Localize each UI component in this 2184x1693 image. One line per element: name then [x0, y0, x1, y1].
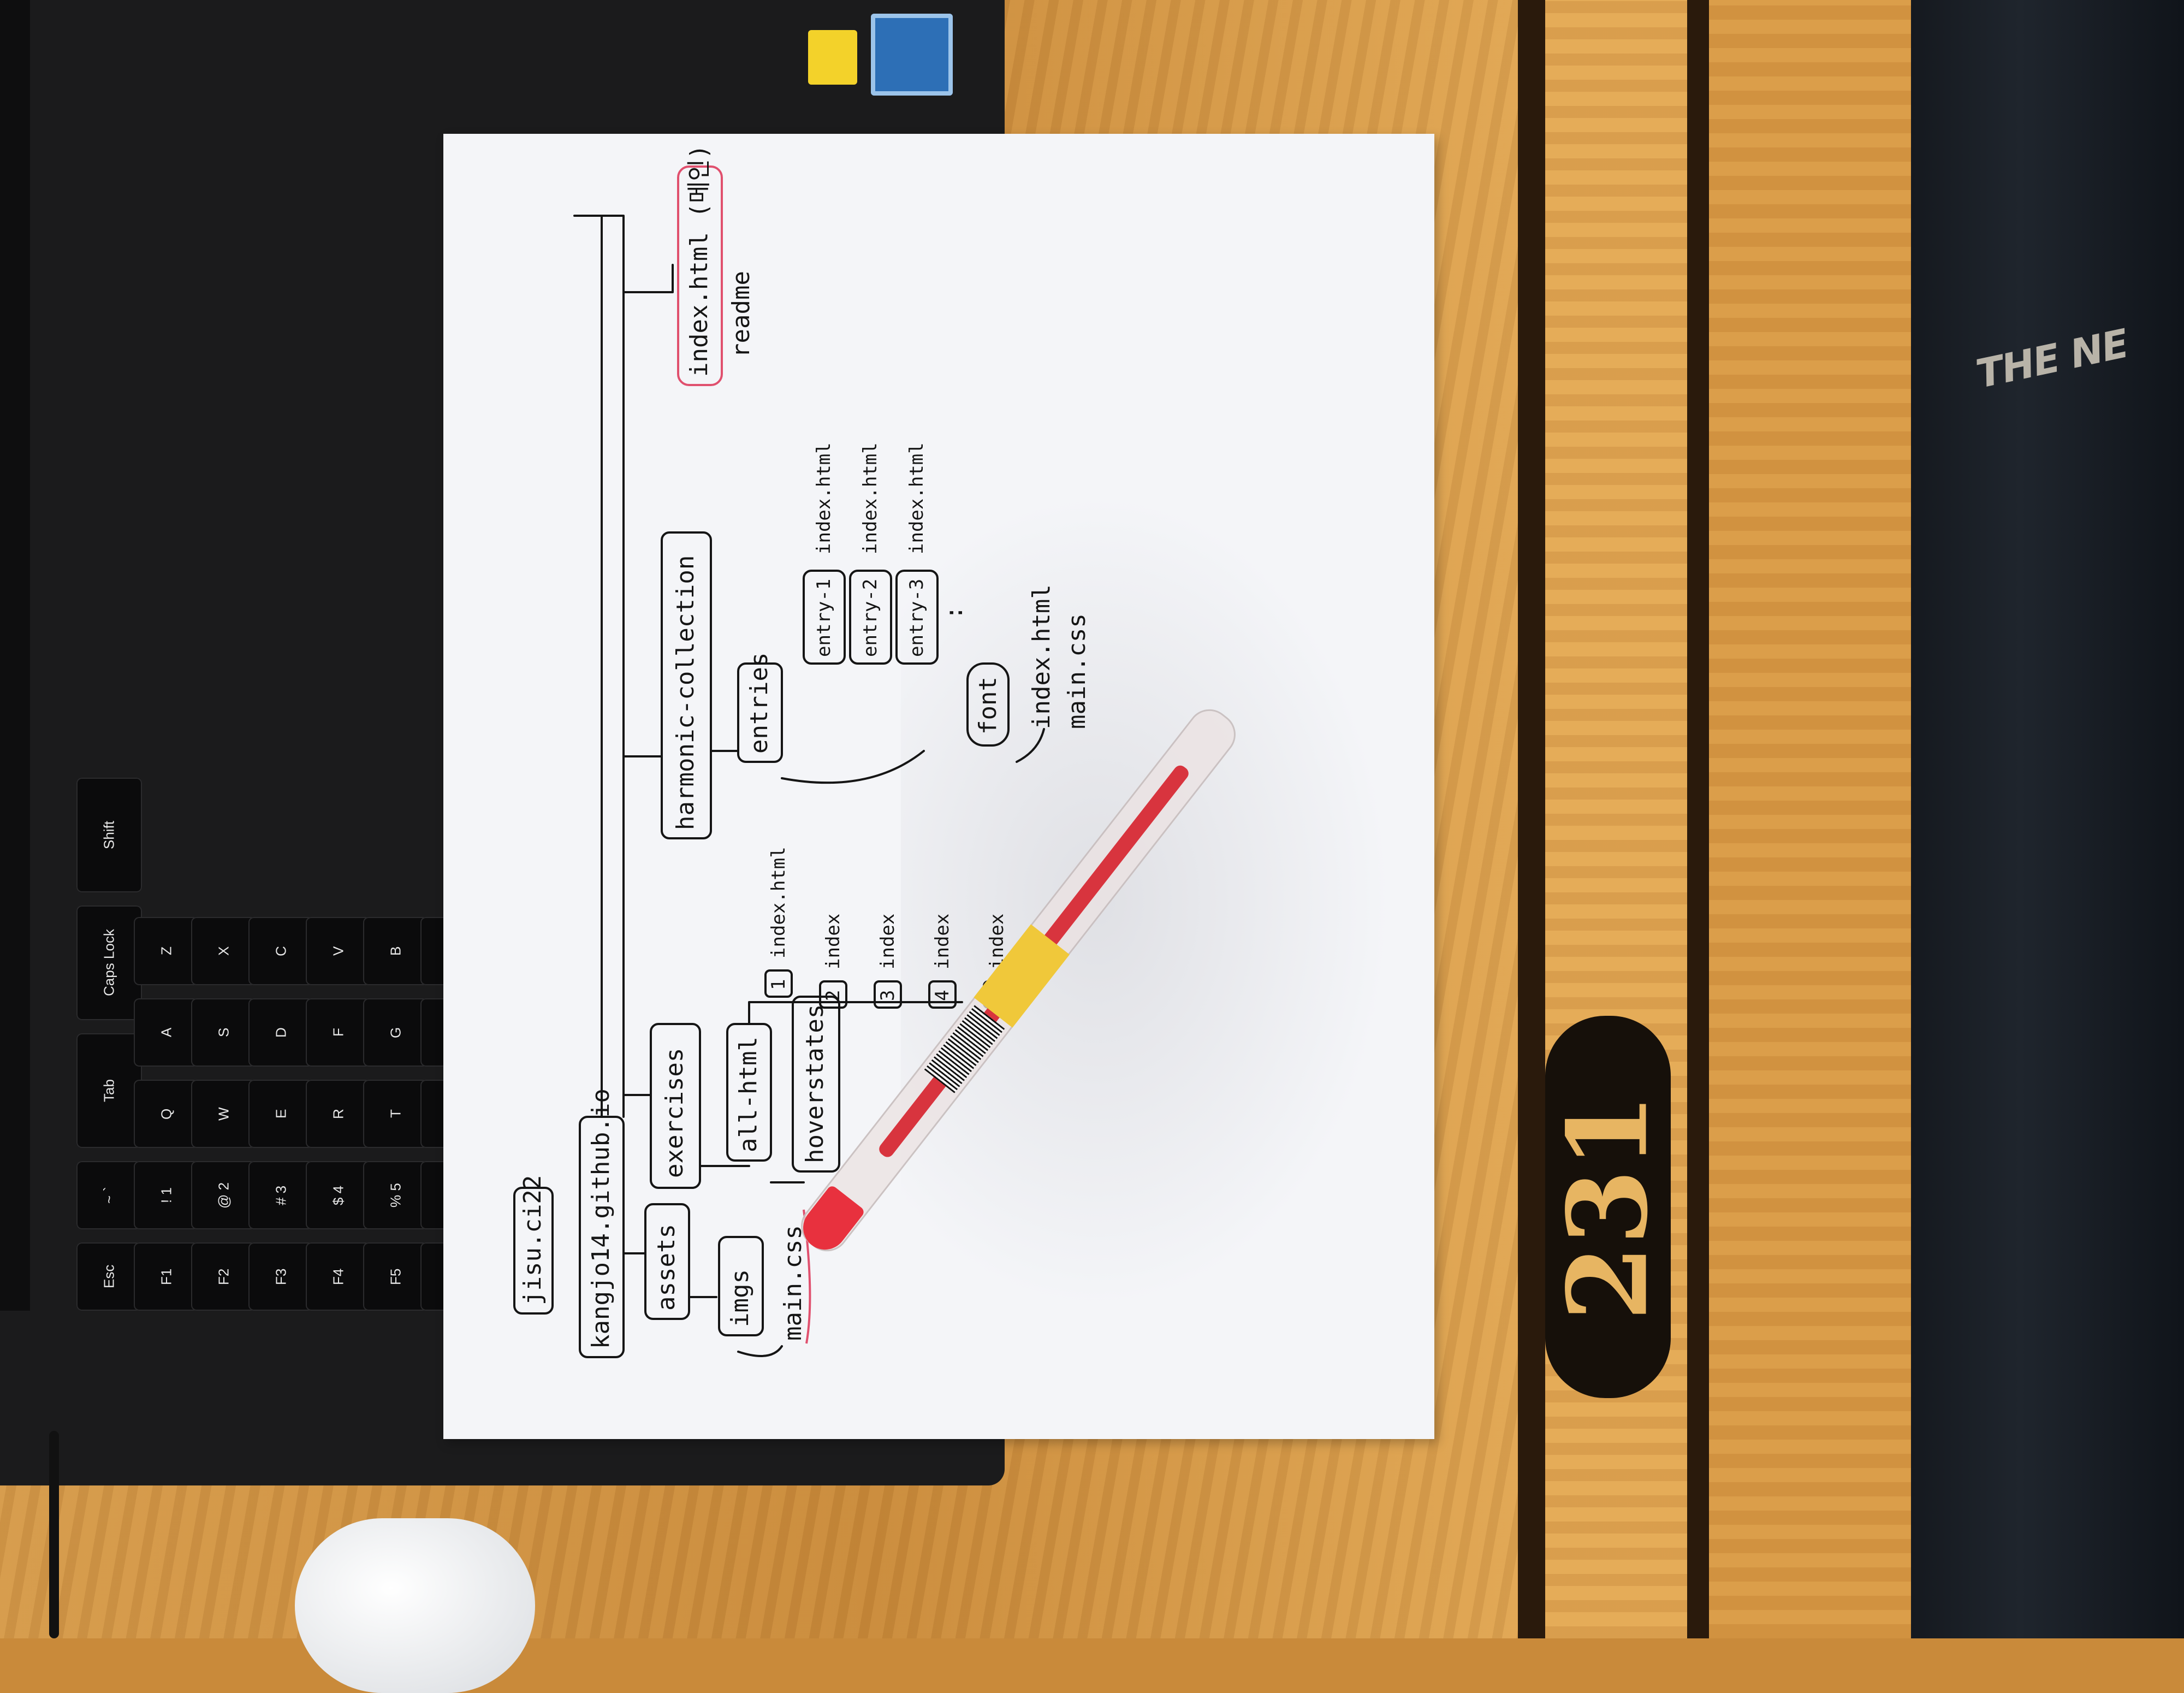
keyboard-key[interactable]: C	[248, 917, 314, 985]
keyboard-key[interactable]: Tab	[76, 1033, 142, 1148]
harmonic-file-1: index.html	[1028, 584, 1055, 729]
keyboard-key[interactable]: V	[306, 917, 371, 985]
keyboard-key[interactable]: A	[134, 998, 199, 1067]
exercise-file: index	[877, 914, 899, 969]
keyboard-key[interactable]: Z	[134, 917, 199, 985]
bracket-line	[748, 1001, 963, 1025]
paper-sheet	[443, 134, 1434, 1439]
entries-box	[737, 662, 783, 763]
assets-label: assets	[652, 1224, 680, 1311]
hoverstates-label: hoverstates	[801, 1004, 829, 1163]
all-html-label: all-html	[734, 1037, 762, 1152]
cable	[49, 1431, 59, 1638]
trunk-line	[573, 215, 625, 1118]
more-ellipsis: :	[940, 606, 968, 620]
desk-board	[1709, 0, 1916, 1638]
assets-box	[644, 1203, 690, 1320]
index-main-label: index.html (메인)	[685, 145, 713, 377]
keyboard-key[interactable]: B	[363, 917, 429, 985]
root-label: jisu.ci22	[519, 1175, 547, 1305]
keyboard-key[interactable]: F3	[248, 1242, 314, 1311]
keyboard-key[interactable]: G	[363, 998, 429, 1067]
laptop-edge	[0, 0, 30, 1311]
keyboard-key[interactable]: ! 1	[134, 1161, 199, 1229]
desk-groove	[1687, 0, 1709, 1638]
exercise-number: 3	[877, 990, 899, 1001]
entry-file: index.html	[813, 442, 835, 554]
keyboard-key[interactable]: S	[191, 998, 257, 1067]
readme-label: readme	[727, 271, 755, 358]
keyboard-key[interactable]: ~ `	[76, 1161, 142, 1229]
link-line	[737, 1345, 783, 1357]
entries-label: entries	[745, 653, 773, 754]
keyboard-key[interactable]: R	[306, 1080, 371, 1148]
harmonic-label: harmonic-collection	[672, 555, 699, 830]
hoverstates-box	[792, 996, 840, 1173]
red-highlight	[677, 165, 723, 386]
earbuds-case	[295, 1518, 535, 1693]
exercises-label: exercises	[661, 1048, 689, 1178]
font-box	[966, 662, 1010, 747]
paper-shadow	[901, 492, 1392, 1311]
keyboard-key[interactable]: F2	[191, 1242, 257, 1311]
main-css-label: main.css	[779, 1225, 807, 1341]
entry-name: entry-2	[859, 579, 881, 657]
keyboard-key[interactable]: $ 4	[306, 1161, 371, 1229]
imgs-label: imgs	[726, 1269, 754, 1327]
sticker	[808, 30, 857, 85]
entry-name: entry-1	[813, 579, 835, 657]
keyboard-key[interactable]: F1	[134, 1242, 199, 1311]
exercise-file: index	[822, 914, 844, 969]
repo-label: kangjo14.github.io	[587, 1088, 615, 1349]
keyboard-key[interactable]: Shift	[76, 778, 142, 892]
keyboard-key[interactable]: X	[191, 917, 257, 985]
imgs-box	[718, 1236, 764, 1336]
root-box	[513, 1187, 554, 1315]
exercise-file: index.html	[768, 846, 790, 958]
keyboard-key[interactable]: E	[248, 1080, 314, 1148]
keyboard-key[interactable]: F4	[306, 1242, 371, 1311]
keyboard-key[interactable]: # 3	[248, 1161, 314, 1229]
keyboard-key[interactable]: Q	[134, 1080, 199, 1148]
sitemap-diagram: jisu.ci22 kangjo14.github.io assets imgs…	[513, 145, 1091, 1358]
harmonic-file-2: main.css	[1063, 613, 1091, 729]
exercises-box	[650, 1023, 701, 1189]
entry-file: index.html	[906, 442, 928, 554]
keyboard-key[interactable]: Caps Lock	[76, 905, 142, 1020]
keyboard-key[interactable]: @ 2	[191, 1161, 257, 1229]
keyboard-key[interactable]: T	[363, 1080, 429, 1148]
font-label: font	[974, 677, 1002, 735]
exercise-file: index	[931, 914, 953, 969]
link-line	[781, 750, 925, 784]
keyboard-key[interactable]: D	[248, 998, 314, 1067]
keyboard-key[interactable]: F5	[363, 1242, 429, 1311]
dark-jacket	[1911, 0, 2184, 1638]
keyboard-key[interactable]: W	[191, 1080, 257, 1148]
entry-name: entry-3	[906, 579, 928, 657]
keyboard-key[interactable]: F	[306, 998, 371, 1067]
intel-sticker	[871, 14, 953, 96]
key-column: Esc ~ ` Tab Caps Lock Shift	[76, 33, 142, 1311]
entry-list: entry-1 index.html entry-2 index.html en…	[803, 442, 968, 665]
exercise-number: 1	[768, 979, 790, 990]
link-line	[1016, 728, 1045, 763]
keyboard-key[interactable]: % 5	[363, 1161, 429, 1229]
entry-file: index.html	[859, 442, 881, 554]
link-line	[644, 264, 674, 293]
plaque-number: 231	[1544, 1093, 1672, 1321]
exercise-number: 4	[931, 990, 953, 1001]
numbered-exercises: 1 index.html 2 index 3 index 4 index 5 i…	[764, 846, 1011, 1009]
harmonic-box	[661, 531, 712, 839]
number-plaque	[1545, 1016, 1671, 1398]
keyboard-key[interactable]: Esc	[76, 1242, 142, 1311]
exercise-number: 2	[822, 990, 844, 1001]
desk-groove	[1518, 0, 1545, 1638]
